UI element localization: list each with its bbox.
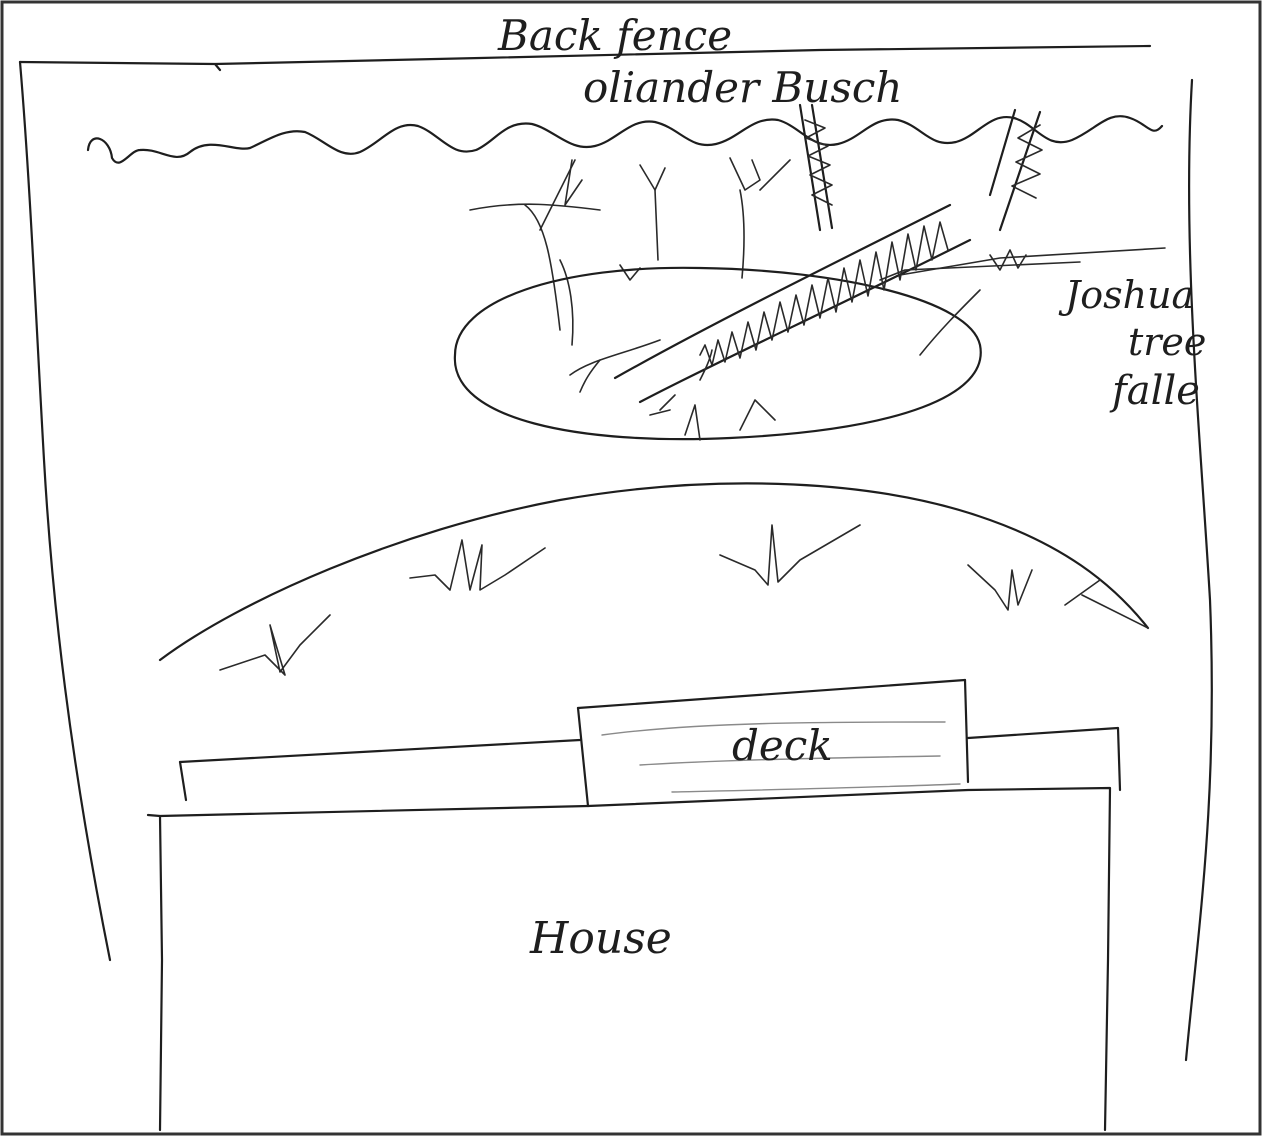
island-bed-oval <box>455 268 981 439</box>
joshua-tree-label-line3: falle <box>1109 368 1200 414</box>
deck-label: deck <box>732 721 833 770</box>
grass-tufts <box>220 525 1148 675</box>
joshua-tree-label-line1: Joshua <box>1058 273 1194 317</box>
left-property-line <box>20 62 110 960</box>
back-fence-label: Back fence <box>497 11 732 60</box>
house-label: House <box>529 913 672 964</box>
right-property-line <box>1186 80 1212 1060</box>
deck <box>180 680 1120 806</box>
fallen-joshua-tree <box>570 205 1165 440</box>
oleander-bush-label: oliander Busch <box>583 63 902 112</box>
lawn-arc <box>160 483 1148 660</box>
joshua-tree-label-line2: tree <box>1128 320 1206 364</box>
